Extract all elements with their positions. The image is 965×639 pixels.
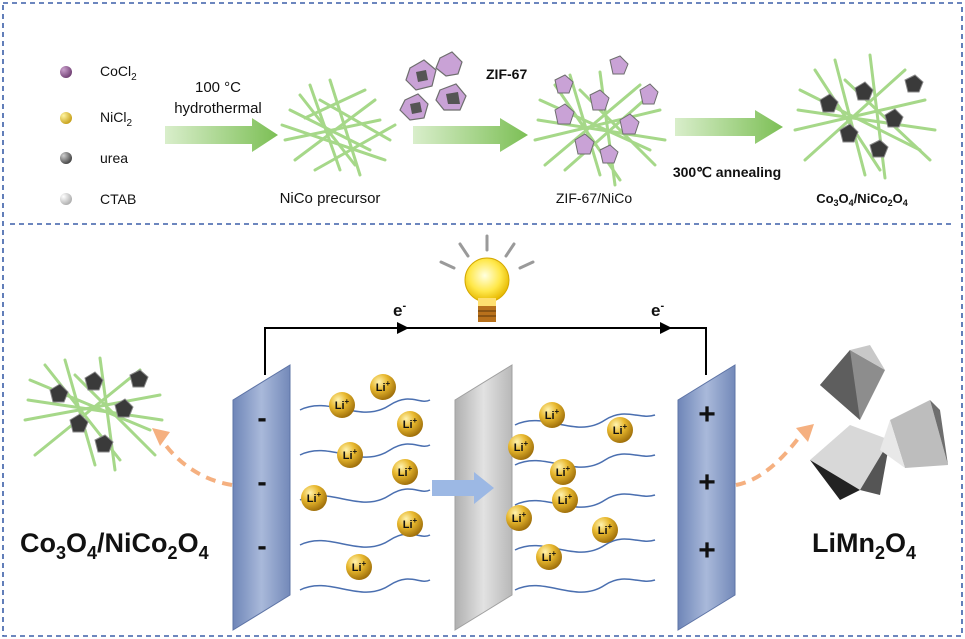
anode-sign-2: - (257, 466, 266, 497)
cocl2-label: CoCl2 (100, 63, 137, 83)
anode-pointer-head-icon (152, 428, 170, 446)
electron-label-right: e- (651, 300, 664, 320)
li-ion: Li+ (337, 442, 363, 468)
li-ion: Li+ (301, 485, 327, 511)
cathode-sign-2: + (698, 466, 716, 499)
product-label-small: Co3O4/NiCo2O4 (816, 191, 908, 208)
svg-text:Li+: Li+ (514, 439, 529, 454)
svg-text:Li+: Li+ (352, 559, 367, 574)
svg-text:Li+: Li+ (403, 516, 418, 531)
step1-method: hydrothermal (174, 100, 262, 117)
cathode-electrode (677, 364, 736, 631)
step1-temperature: 100 °C (195, 79, 241, 96)
ctab-label: CTAB (100, 191, 136, 207)
svg-text:Li+: Li+ (512, 510, 527, 525)
li-ion: Li+ (592, 517, 618, 543)
svg-text:Li+: Li+ (335, 397, 350, 412)
zif67-label: ZIF-67 (486, 66, 527, 82)
anode-sign-3: - (257, 530, 266, 561)
urea-label: urea (100, 150, 128, 166)
cathode-material-label: LiMn2O4 (812, 528, 916, 563)
electron-flow-arrow-right-icon (660, 322, 672, 334)
annealing-label: 300℃ annealing (673, 164, 781, 180)
li-ion: Li+ (397, 511, 423, 537)
step2-arrow-icon (413, 118, 528, 152)
anode-electrode (232, 364, 291, 631)
li-ion: Li+ (539, 402, 565, 428)
li-ion: Li+ (329, 392, 355, 418)
cathode-pointer-head-icon (796, 424, 814, 442)
cathode-sign-3: + (698, 534, 716, 567)
svg-text:Li+: Li+ (558, 492, 573, 507)
lithium-ions: Li+ Li+ Li+ Li+ Li+ Li+ Li+ Li+ Li+ Li+ … (301, 374, 633, 580)
li-ion: Li+ (392, 459, 418, 485)
nicl2-sphere-icon (60, 112, 72, 124)
svg-text:Li+: Li+ (613, 422, 628, 437)
li-ion: Li+ (607, 417, 633, 443)
anode-sign-1: - (257, 402, 266, 433)
anode-material-label: Co3O4/NiCo2O4 (20, 528, 209, 563)
ctab-sphere-icon (60, 193, 72, 205)
reagent-legend: CoCl2 NiCl2 urea CTAB (60, 63, 137, 207)
nico-precursor-label: NiCo precursor (280, 190, 381, 207)
li-ion: Li+ (536, 544, 562, 570)
zif67-nico-label: ZIF-67/NiCo (556, 190, 632, 206)
electron-flow-arrow-left-icon (397, 322, 409, 334)
svg-text:Li+: Li+ (403, 416, 418, 431)
li-ion: Li+ (508, 434, 534, 460)
nicl2-label: NiCl2 (100, 109, 132, 129)
separator (454, 364, 513, 631)
electron-label-left: e- (393, 300, 406, 320)
svg-text:Li+: Li+ (343, 447, 358, 462)
light-bulb-icon (439, 234, 535, 322)
li-ion: Li+ (346, 554, 372, 580)
limn2o4-octahedra-icon (810, 345, 948, 500)
anode-material-fibers-icon (23, 356, 164, 472)
anode-material-pointer (160, 438, 233, 487)
step1-arrow-icon (165, 118, 278, 152)
li-ion: Li+ (397, 411, 423, 437)
li-ion: Li+ (370, 374, 396, 400)
svg-text:Li+: Li+ (556, 464, 571, 479)
nico-precursor-fibers-icon (280, 78, 397, 177)
ion-flow-arrow-icon (432, 472, 494, 504)
svg-text:Li+: Li+ (545, 407, 560, 422)
product-fibers-icon (793, 53, 937, 180)
zif67-crystals-icon (399, 51, 467, 121)
li-ion: Li+ (506, 505, 532, 531)
external-circuit-wire (264, 327, 707, 375)
svg-text:Li+: Li+ (307, 490, 322, 505)
svg-text:Li+: Li+ (398, 464, 413, 479)
svg-text:Li+: Li+ (376, 379, 391, 394)
urea-sphere-icon (60, 152, 72, 164)
svg-text:Li+: Li+ (542, 549, 557, 564)
li-ion: Li+ (550, 459, 576, 485)
li-ion: Li+ (552, 487, 578, 513)
cocl2-sphere-icon (60, 66, 72, 78)
zif67-nico-composite-icon (533, 55, 667, 187)
cathode-material-pointer (735, 430, 805, 487)
cathode-sign-1: + (698, 398, 716, 431)
svg-text:Li+: Li+ (598, 522, 613, 537)
step3-arrow-icon (675, 110, 783, 144)
